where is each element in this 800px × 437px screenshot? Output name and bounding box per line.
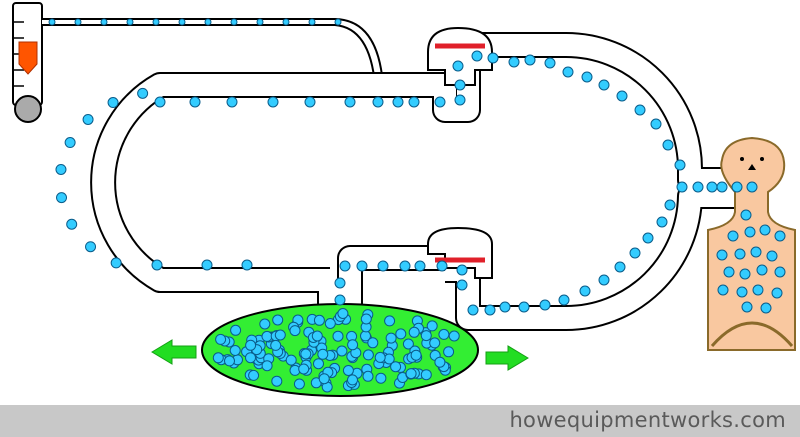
patient-icon [707,136,796,351]
anaesthesia-circuit-diagram [12,2,796,397]
flowmeter-icon [12,2,43,123]
breathing-circuit [90,31,753,332]
site-credit: howequipmentworks.com [509,408,786,432]
arrow-left-icon [151,339,197,365]
arrow-right-icon [485,345,529,371]
gas-molecules [48,18,786,393]
inspiratory-valve [427,26,493,86]
footer-bar: howequipmentworks.com [0,405,800,437]
expiratory-valve [427,226,493,279]
